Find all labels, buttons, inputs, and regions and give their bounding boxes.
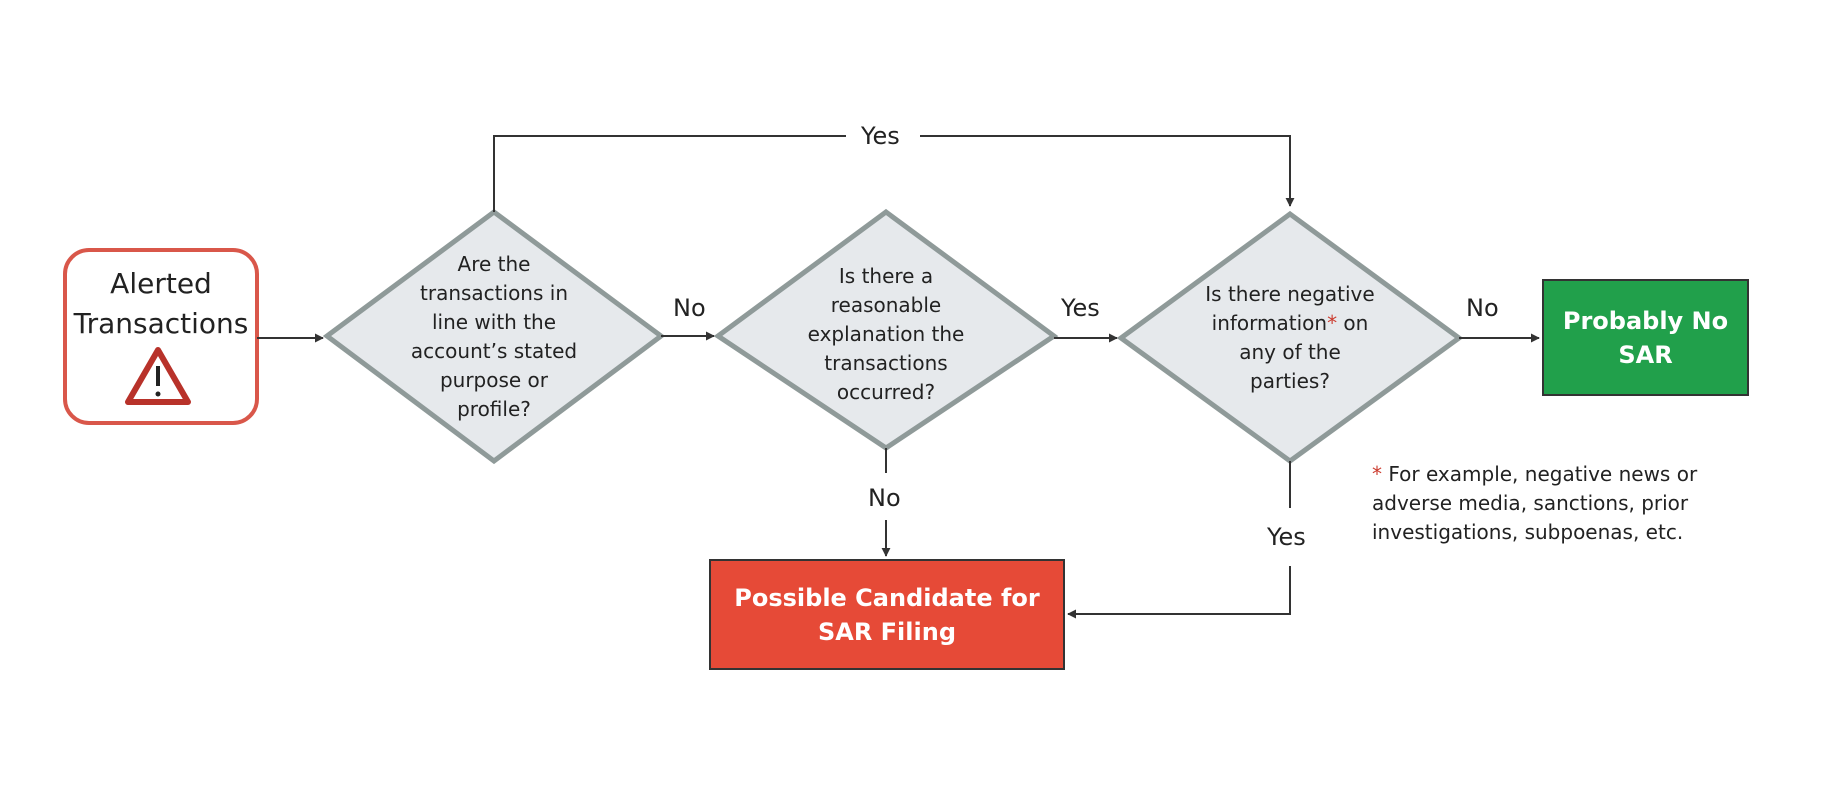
footnote: * For example, negative news or adverse …: [1372, 460, 1752, 547]
edge-label-top-yes: Yes: [861, 122, 900, 150]
decision-1-line: line with the: [431, 310, 557, 334]
edge-label-d1-no: No: [673, 294, 706, 322]
connector-d3-yes-lower: [1067, 566, 1291, 619]
start-label-line1: Alerted: [110, 267, 212, 300]
edge-label-d3-no: No: [1466, 294, 1499, 322]
decision-2-line: occurred?: [836, 380, 936, 404]
decision-3-line: Is there negative: [1205, 282, 1375, 306]
decision-1-line: purpose or: [439, 368, 549, 392]
outcome-box-sar: [709, 559, 1065, 670]
edge-label-d2-yes: Yes: [1061, 294, 1100, 322]
connector-top-yes-right: [920, 135, 1295, 207]
decision-3-line: information* on: [1212, 309, 1369, 338]
sar-line1: Possible Candidate for: [734, 583, 1040, 612]
outcome-no-sar-label: Probably No SAR: [1543, 280, 1748, 395]
start-node-box: [63, 248, 259, 425]
decision-3-line: any of the: [1239, 340, 1341, 364]
no-sar-line2: SAR: [1618, 340, 1673, 369]
decision-1-line: profile?: [457, 397, 531, 421]
decision-2-label: Is there a reasonable explanation the tr…: [786, 262, 986, 407]
decision-2-line: transactions: [824, 351, 948, 375]
edge-label-d2-no: No: [868, 484, 901, 512]
footnote-text: For example, negative news or adverse me…: [1372, 462, 1698, 544]
start-label-line2: Transactions: [73, 307, 249, 340]
decision-1-label: Are the transactions in line with the ac…: [394, 250, 594, 424]
decision-3-label: Is there negative information* on any of…: [1190, 280, 1390, 396]
sar-line2: SAR Filing: [817, 617, 957, 646]
warning-triangle-icon: [125, 347, 191, 405]
start-node-label: Alerted Transactions: [65, 262, 257, 346]
no-sar-line1: Probably No: [1562, 306, 1729, 335]
decision-1-line: transactions in: [420, 281, 568, 305]
footnote-marker-asterisk: *: [1327, 311, 1338, 335]
decision-1-line: Are the: [457, 252, 531, 276]
decision-2-line: reasonable: [830, 293, 942, 317]
outcome-box-no-sar: [1542, 279, 1749, 396]
decision-1-line: account’s stated: [410, 339, 578, 363]
decision-3-on-text: on: [1337, 311, 1369, 335]
decision-2-line: Is there a: [838, 264, 934, 288]
decision-diamond-1: [322, 208, 666, 465]
edge-label-d3-yes: Yes: [1267, 523, 1306, 551]
decision-2-line: explanation the: [807, 322, 965, 346]
decision-3-information-text: information: [1211, 311, 1328, 335]
outcome-sar-label: Possible Candidate for SAR Filing: [710, 560, 1064, 669]
footnote-asterisk: *: [1372, 462, 1382, 486]
decision-3-line: parties?: [1250, 369, 1330, 393]
connector-top-yes-left: [493, 135, 846, 212]
